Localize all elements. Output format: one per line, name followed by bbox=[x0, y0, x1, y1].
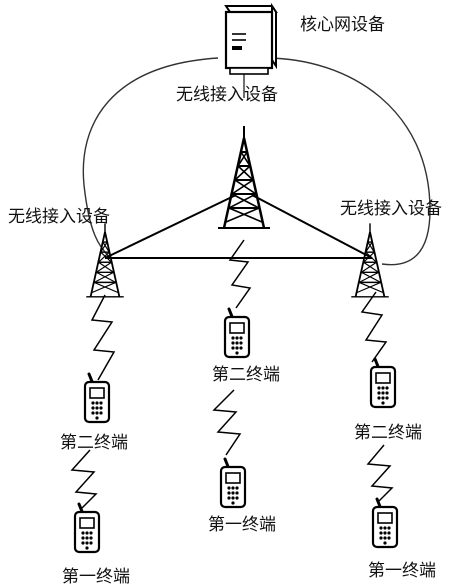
wireless-link-icon bbox=[212, 389, 242, 456]
left-first-terminal-label: 第一终端 bbox=[62, 567, 130, 587]
right-first-terminal-label: 第一终端 bbox=[368, 561, 436, 581]
wireless-link-icon bbox=[90, 294, 116, 381]
center-second-terminal-label: 第二终端 bbox=[212, 365, 280, 385]
right-second-terminal-label: 第二终端 bbox=[354, 423, 422, 443]
left-tower-icon bbox=[85, 222, 125, 298]
center-second-terminal-icon bbox=[223, 307, 251, 359]
core-label: 核心网设备 bbox=[300, 15, 385, 35]
link-center-right bbox=[251, 194, 373, 259]
center-first-terminal-icon bbox=[219, 457, 247, 509]
link-center-left bbox=[104, 194, 237, 259]
wireless-link-icon bbox=[360, 291, 388, 363]
right-first-terminal-icon bbox=[371, 497, 399, 549]
wireless-link-icon bbox=[228, 239, 252, 309]
left-second-terminal-icon bbox=[83, 372, 111, 424]
center-tower-icon bbox=[216, 124, 272, 230]
core-link-loop bbox=[82, 57, 431, 266]
wireless-link-icon bbox=[70, 449, 98, 509]
center-first-terminal-label: 第一终端 bbox=[208, 515, 276, 535]
wireless-link-icon bbox=[366, 444, 394, 503]
right-access-label: 无线接入设备 bbox=[340, 199, 442, 219]
right-second-terminal-icon bbox=[369, 357, 397, 409]
core-server-icon bbox=[224, 2, 278, 75]
left-access-label: 无线接入设备 bbox=[8, 207, 110, 227]
right-tower-icon bbox=[350, 222, 390, 298]
left-first-terminal-icon bbox=[73, 502, 101, 554]
left-second-terminal-label: 第二终端 bbox=[60, 433, 128, 453]
center-access-label: 无线接入设备 bbox=[176, 85, 278, 105]
